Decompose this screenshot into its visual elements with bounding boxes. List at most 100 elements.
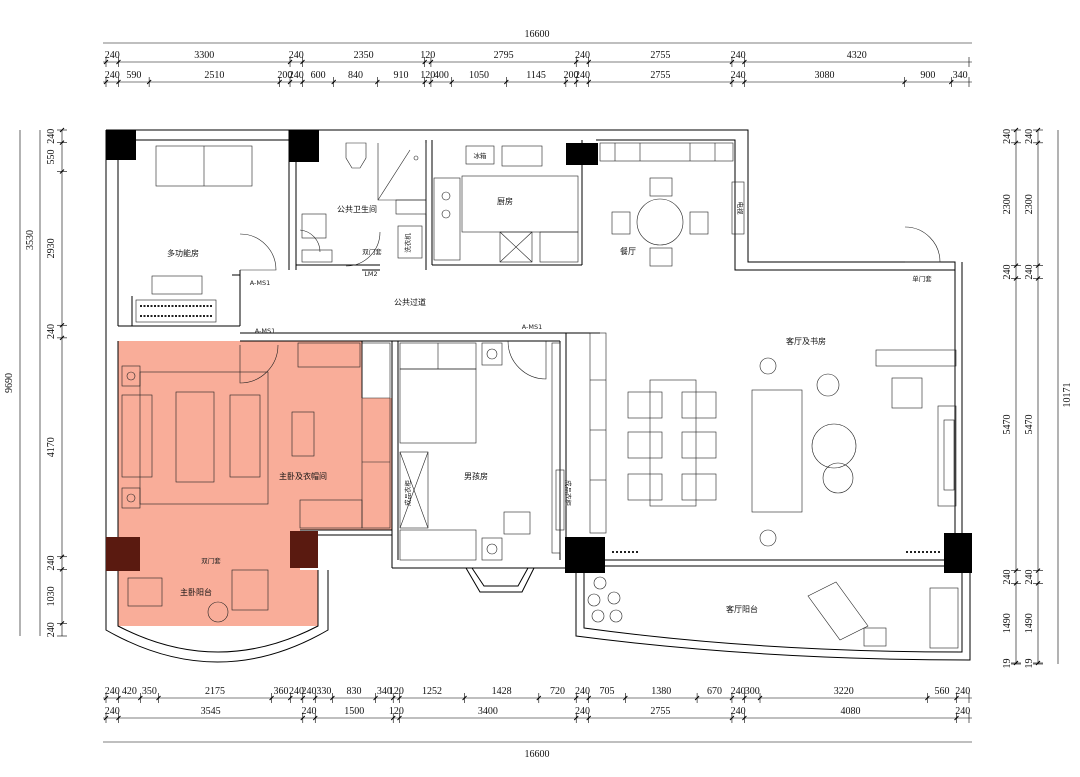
bot1-dim-4: 360 (273, 686, 288, 697)
bot1-dim-3: 2175 (205, 686, 225, 697)
right1-dim-2: 240 (1002, 265, 1013, 280)
bot1-dim-0: 240 (105, 686, 120, 697)
left1-dim-4: 4170 (46, 437, 57, 457)
top2-dim-1: 590 (126, 70, 141, 81)
note-ms1-b: A-MS1 (255, 327, 276, 335)
top1-dim-0: 240 (105, 50, 120, 61)
room-labels: 多功能房 公共卫生间 厨房 餐厅 公共过道 主卧及衣帽间 男孩房 客厅及书房 主… (167, 196, 826, 614)
living-furniture (589, 332, 957, 553)
note-ms1-a: A-MS1 (250, 279, 271, 287)
left1-dim-0: 240 (46, 129, 57, 144)
note-double-door-bath: 双门套 (362, 247, 382, 256)
right2-dim-1: 2300 (1024, 194, 1035, 214)
top1-dim-7: 2755 (650, 50, 670, 61)
bot1-dim-19: 300 (745, 686, 760, 697)
right1-dim-3: 5470 (1002, 415, 1013, 435)
bot1-dim-8: 830 (346, 686, 361, 697)
bot1-dim-9: 340 (377, 686, 392, 697)
bot2-dim-4: 120 (389, 706, 404, 717)
right1-dim-0: 240 (1002, 129, 1013, 144)
top2-dim-0: 240 (105, 70, 120, 81)
right2-dim-4: 240 (1024, 570, 1035, 585)
label-public-bath: 公共卫生间 (337, 204, 377, 214)
bot2-dim-5: 3400 (478, 706, 498, 717)
left1-dim-6: 1030 (46, 586, 57, 606)
structural-columns (106, 130, 972, 573)
left1-dim-7: 240 (46, 622, 57, 637)
bot1-dim-13: 720 (550, 686, 565, 697)
bot1-dim-5: 240 (289, 686, 304, 697)
label-corridor: 公共过道 (394, 297, 426, 307)
total-width-bottom: 16600 (525, 749, 550, 760)
right2-dim-5: 1490 (1024, 613, 1035, 633)
label-living-balcony: 客厅阳台 (726, 604, 758, 614)
bot1-dim-20: 3220 (834, 686, 854, 697)
right2-dim-2: 240 (1024, 265, 1035, 280)
top2-dim-4: 240 (289, 70, 304, 81)
total-height-right: 10171 (1062, 383, 1073, 408)
right2-dim-6: 19 (1024, 658, 1035, 668)
master-suite-highlight (118, 341, 392, 626)
annotations: 双门套 双门套 单门套 A-MS1 A-MS1 A-MS1 LM2 成品衣柜 成… (201, 151, 932, 565)
left1-dim-1: 550 (46, 150, 57, 165)
bot1-dim-1: 420 (122, 686, 137, 697)
label-kitchen: 厨房 (497, 196, 513, 206)
bot1-dim-14: 240 (575, 686, 590, 697)
top2-dim-3: 200 (277, 70, 292, 81)
bot2-dim-8: 240 (731, 706, 746, 717)
top2-dim-5: 600 (311, 70, 326, 81)
note-tv: 电视 (736, 202, 745, 216)
top1-dim-6: 240 (575, 50, 590, 61)
label-dining: 餐厅 (620, 247, 636, 256)
dining-furniture (599, 142, 745, 267)
left1-dim-5: 240 (46, 556, 57, 571)
bot2-dim-1: 3545 (201, 706, 221, 717)
note-wash: 洗衣机 (403, 233, 412, 253)
bot1-dim-10: 120 (389, 686, 404, 697)
bot2-dim-2: 240 (302, 706, 317, 717)
left1-dim-3: 240 (46, 324, 57, 339)
master-furniture (121, 342, 391, 623)
bot2-dim-3: 1500 (344, 706, 364, 717)
left1-dim-2: 2930 (46, 238, 57, 258)
top2-dim-6: 840 (348, 70, 363, 81)
right1-dim-5: 1490 (1002, 613, 1013, 633)
total-height-left: 9690 (4, 373, 15, 393)
top2-dim-18: 340 (953, 70, 968, 81)
bot1-dim-12: 1428 (492, 686, 512, 697)
label-boys: 男孩房 (464, 471, 488, 481)
right2-dim-3: 5470 (1024, 415, 1035, 435)
bot2-dim-0: 240 (105, 706, 120, 717)
balcony-furniture (587, 576, 959, 649)
top2-dim-11: 1145 (526, 70, 546, 81)
note-lm2: LM2 (364, 270, 377, 278)
bot1-dim-21: 560 (934, 686, 949, 697)
boys-room-furniture (399, 342, 565, 561)
top1-dim-3: 2350 (354, 50, 374, 61)
bot1-dim-11: 1252 (422, 686, 442, 697)
total-width-top: 16600 (525, 29, 550, 40)
label-living: 客厅及书房 (786, 336, 826, 346)
top1-dim-9: 4320 (847, 50, 867, 61)
top2-dim-10: 1050 (469, 70, 489, 81)
bot1-dim-18: 240 (731, 686, 746, 697)
top2-dim-17: 900 (920, 70, 935, 81)
bot2-dim-6: 240 (575, 706, 590, 717)
right1-dim-1: 2300 (1002, 194, 1013, 214)
top2-dim-14: 2755 (650, 70, 670, 81)
label-master-balcony: 主卧阳台 (180, 587, 212, 597)
note-wardrobe-b: 成品衣柜 (564, 480, 573, 507)
bot2-dim-10: 240 (955, 706, 970, 717)
door-swings (239, 226, 941, 384)
top2-dim-2: 2510 (204, 70, 224, 81)
top2-dim-9: 400 (434, 70, 449, 81)
top2-dim-16: 3080 (814, 70, 834, 81)
note-wardrobe-a: 成品衣柜 (403, 480, 412, 507)
bot1-dim-17: 670 (707, 686, 722, 697)
label-master: 主卧及衣帽间 (279, 471, 327, 481)
bathroom-fixtures (301, 142, 427, 263)
